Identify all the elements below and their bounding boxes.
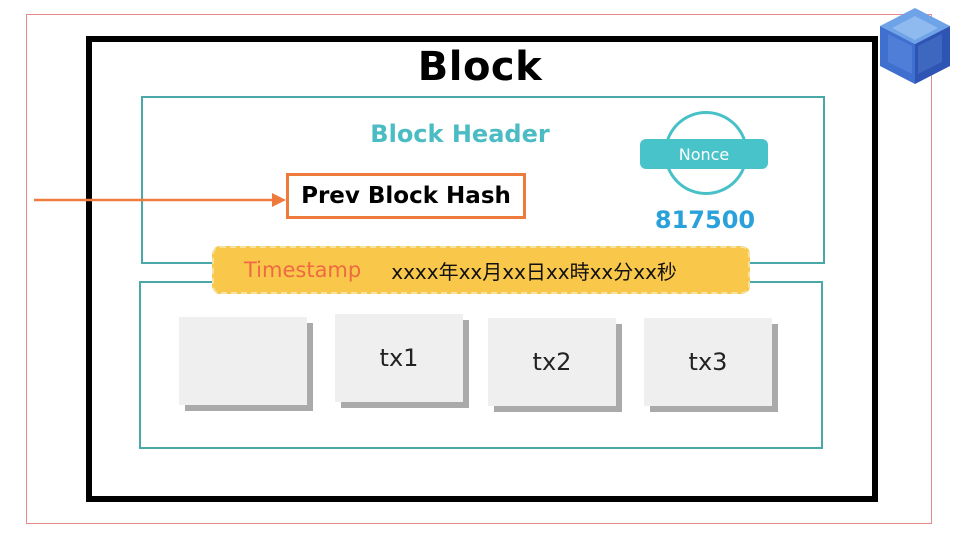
- timestamp-label: Timestamp: [244, 258, 362, 282]
- block-outline: [86, 36, 878, 502]
- nonce-label: Nonce: [640, 139, 768, 169]
- nonce-value: 817500: [654, 206, 756, 234]
- cube-logo-icon: [880, 8, 950, 84]
- tx-card-tx2: tx2: [488, 318, 616, 406]
- block-header-title: Block Header: [370, 120, 550, 148]
- timestamp-value: xxxx年xx月xx日xx時xx分xx秒: [391, 259, 677, 284]
- timestamp-bar: Timestamp xxxx年xx月xx日xx時xx分xx秒: [212, 246, 750, 294]
- arrow-right-icon: [34, 193, 286, 207]
- block-title: Block: [417, 44, 543, 90]
- tx-card-tx3: tx3: [644, 318, 772, 406]
- tx-card-tx1: tx1: [335, 314, 463, 402]
- slide-frame: [26, 14, 932, 524]
- prev-block-hash-box: Prev Block Hash: [286, 173, 526, 219]
- tx-card-empty: [179, 317, 307, 405]
